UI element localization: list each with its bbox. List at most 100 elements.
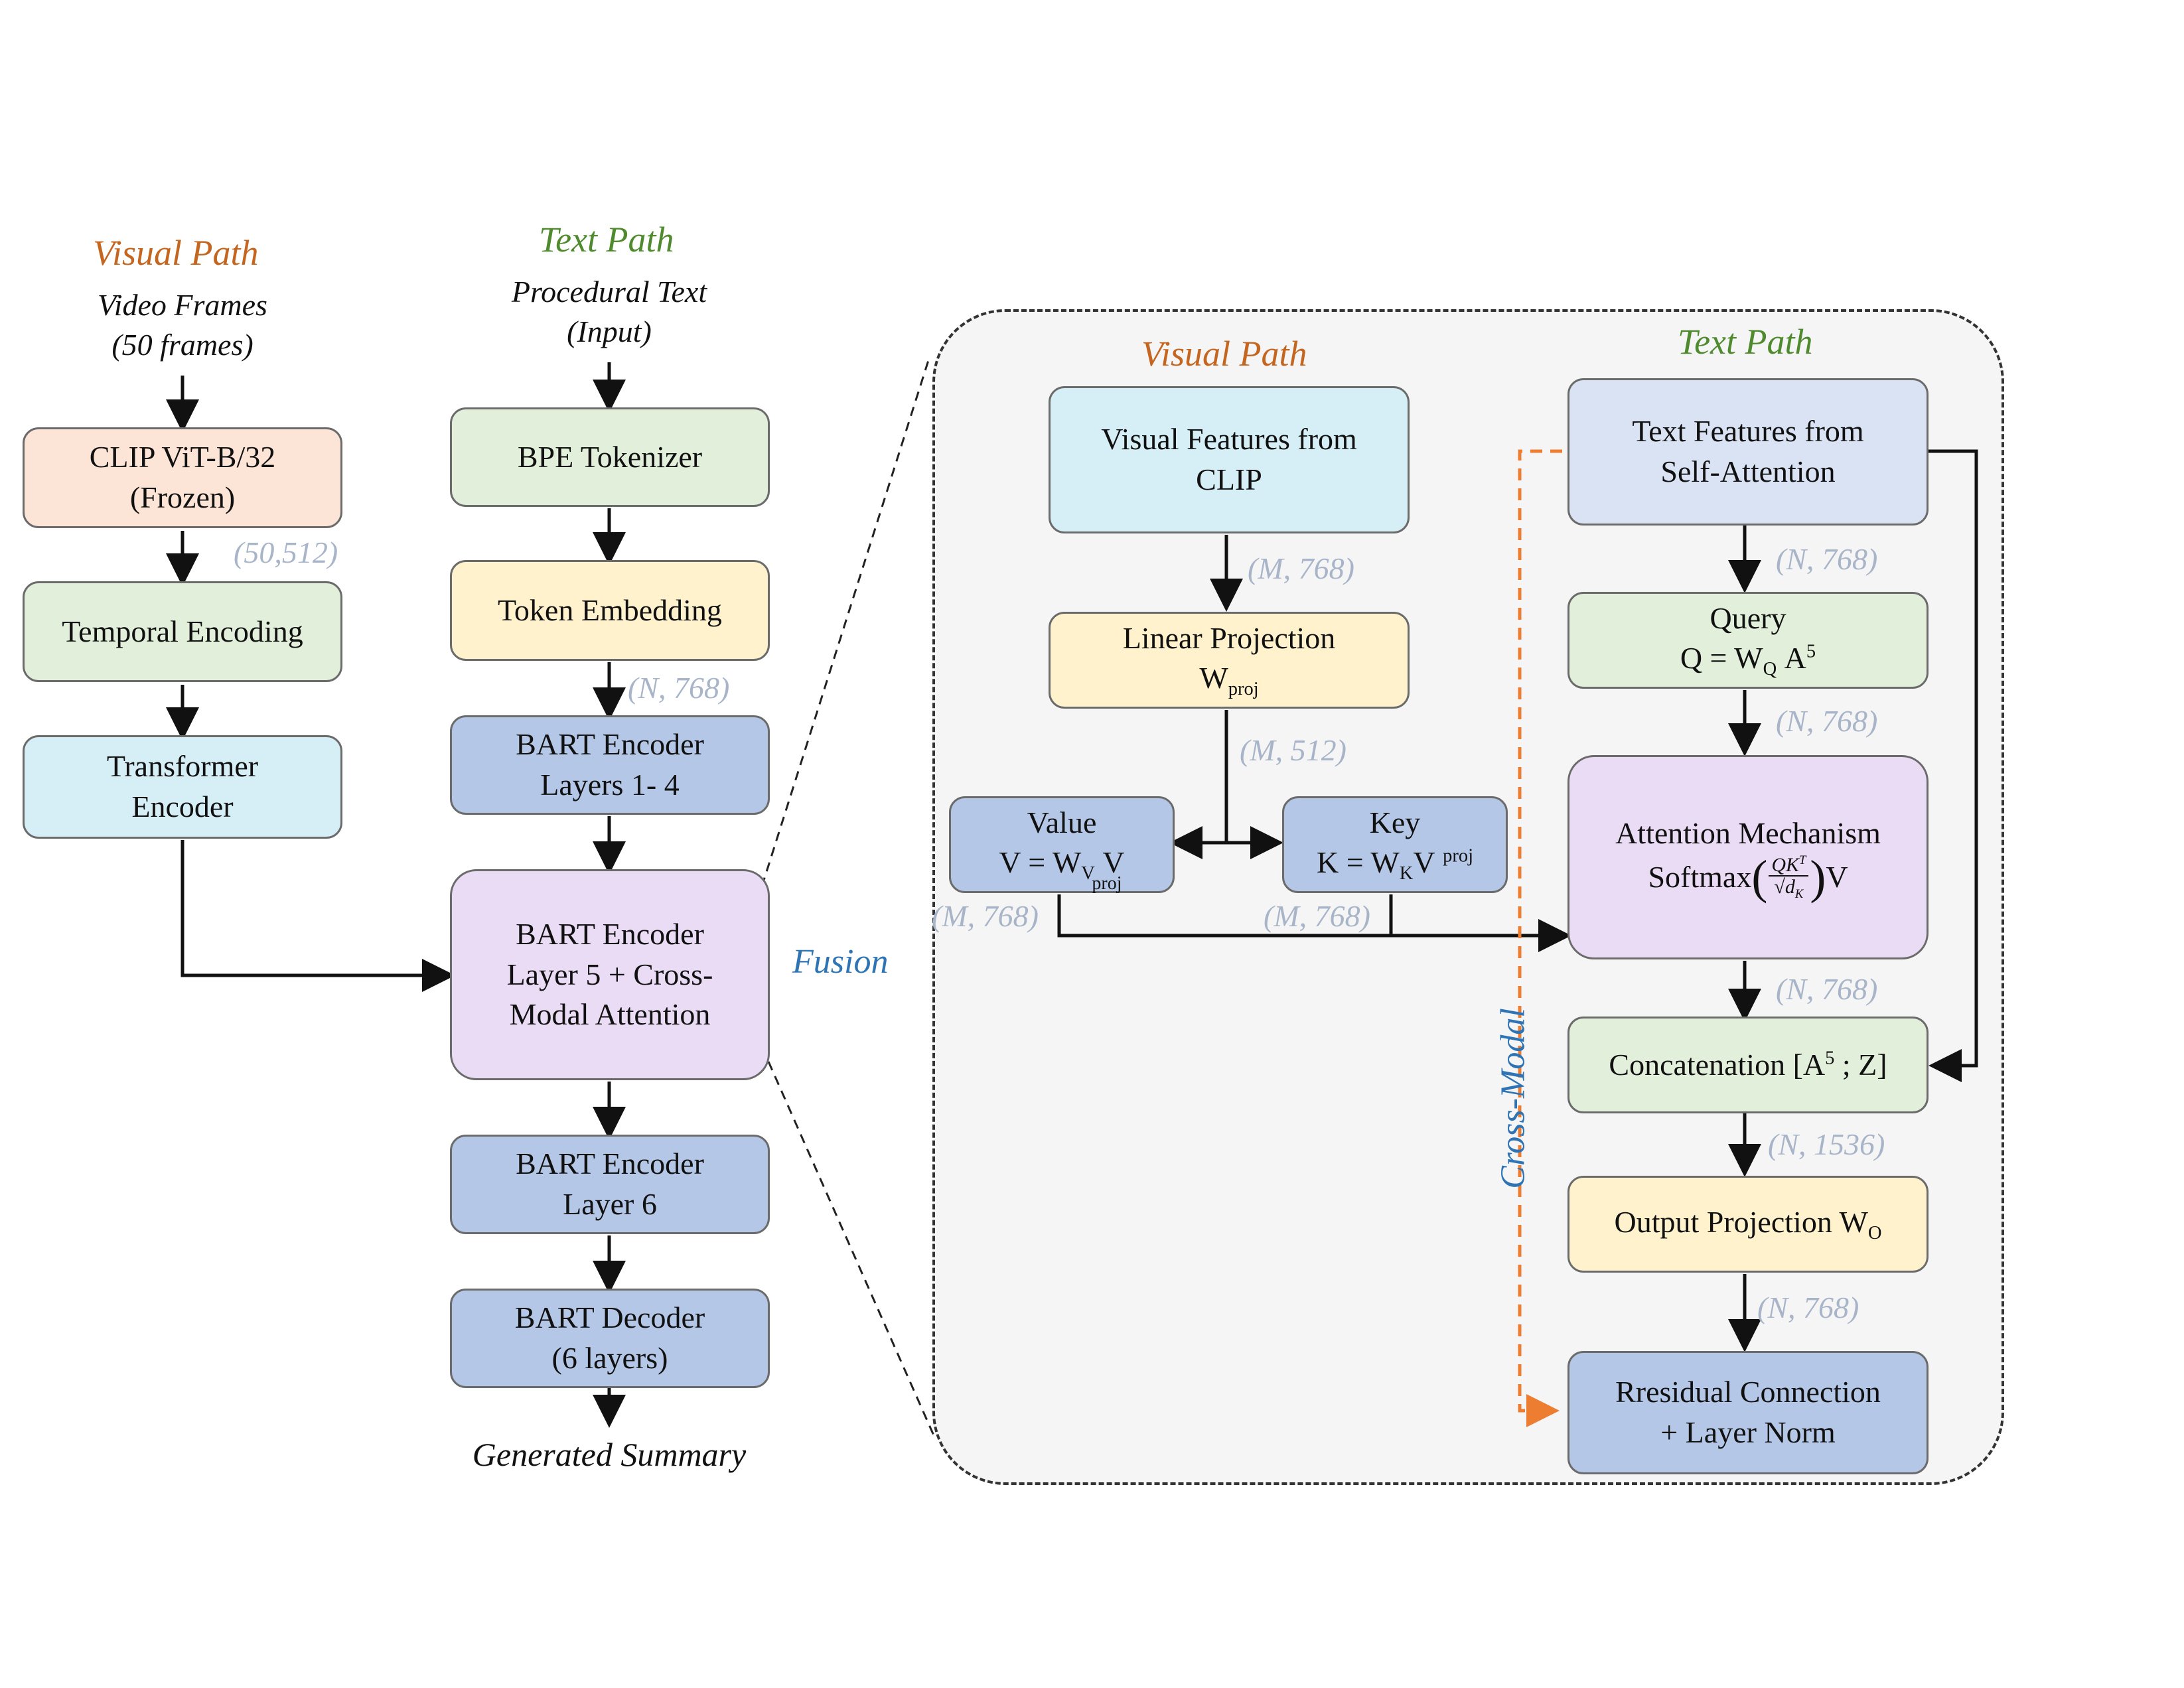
attn-num-sup: T [1799, 853, 1806, 867]
text-path-header: Text Path [539, 220, 674, 259]
concat-sup: 5 [1825, 1048, 1835, 1069]
bart-encoder-layer-6-box: BART Encoder Layer 6 [450, 1135, 770, 1234]
cross-modal-line [1518, 449, 1562, 1427]
value-eq-a: V = W [999, 845, 1082, 880]
outproj-sub: O [1867, 1223, 1882, 1244]
dim-value: (M, 768) [932, 899, 1039, 933]
value-eq-sub: V [1081, 863, 1095, 884]
query-formula: Q = WQ A5 [1680, 638, 1816, 682]
key-title: Key [1369, 805, 1421, 839]
dim-query: (N, 768) [1776, 704, 1878, 738]
dim-visual-features: (M, 768) [1248, 551, 1354, 585]
procedural-text-input: Procedural Text (Input) [490, 272, 729, 352]
zoom-line-top [761, 358, 930, 887]
query-eq-sup: 5 [1806, 642, 1816, 663]
dec-line2: (6 layers) [551, 1341, 668, 1375]
key-eq-b: V [1413, 845, 1435, 880]
bart-decoder-box: BART Decoder (6 layers) [450, 1289, 770, 1388]
text-features-line1: Text Features from [1632, 414, 1864, 449]
text-features-box: Text Features from Self-Attention [1567, 378, 1929, 526]
attn-title: Attention Mechanism [1615, 815, 1881, 850]
value-eq-b: V [1102, 845, 1125, 880]
arrow-transformer-to-layer5 [181, 840, 455, 992]
detail-text-path-header: Text Path [1678, 322, 1813, 362]
value-proj-sub: proj [1092, 873, 1122, 894]
linear-projection-box: Linear Projection Wproj [1049, 612, 1410, 709]
attn-numerator: QKT [1769, 853, 1809, 877]
bart-encoder-layers-1-4-box: BART Encoder Layers 1- 4 [450, 715, 770, 815]
bart-encoder-layer-5-box: BART Encoder Layer 5 + Cross- Modal Atte… [450, 869, 770, 1080]
key-box: Key K = WKV proj [1282, 796, 1508, 893]
linproj-line1: Linear Projection [1122, 620, 1336, 655]
text-features-line2: Self-Attention [1660, 455, 1836, 488]
residual-line2: + Layer Norm [1660, 1415, 1836, 1449]
concatenation-box: Concatenation [A5 ; Z] [1567, 1017, 1929, 1113]
visual-features-line1: Visual Features from [1101, 422, 1357, 457]
value-title: Value [1027, 805, 1097, 839]
dim-projection: (M, 512) [1240, 733, 1347, 767]
procedural-text-line1: Procedural Text [511, 275, 707, 309]
enc14-line1: BART Encoder [516, 727, 704, 762]
concat-a: Concatenation [A [1609, 1047, 1826, 1082]
attn-denominator: √dK [1774, 877, 1803, 901]
clip-dim-label: (50,512) [234, 535, 338, 569]
attn-den-sub: K [1794, 887, 1804, 902]
video-frames-line2: (50 frames) [111, 327, 254, 362]
key-formula: K = WKV proj [1317, 843, 1473, 886]
attention-mechanism-box: Attention Mechanism Softmax ( QKT √dK ) … [1567, 755, 1929, 959]
temporal-encoding-box: Temporal Encoding [23, 581, 342, 682]
attn-den: √d [1774, 876, 1795, 898]
attn-softmax: Softmax [1648, 860, 1752, 894]
query-title: Query [1710, 600, 1786, 635]
dim-attention: (N, 768) [1776, 972, 1878, 1006]
outproj-a: Output Projection W [1614, 1205, 1868, 1239]
transformer-line2: Encoder [131, 790, 234, 823]
fusion-label: Fusion [792, 943, 889, 981]
query-box: Query Q = WQ A5 [1567, 592, 1929, 689]
token-embedding-box: Token Embedding [450, 560, 770, 661]
token-dim-label: (N, 768) [628, 671, 730, 705]
attn-v: V [1826, 860, 1848, 894]
temporal-label: Temporal Encoding [62, 614, 303, 648]
zoom-line-bottom [767, 1061, 937, 1441]
dim-concat: (N, 1536) [1768, 1127, 1885, 1161]
concat-formula: Concatenation [A5 ; Z] [1609, 1045, 1887, 1086]
query-eq-sub: Q [1763, 659, 1777, 680]
enc14-line2: Layers 1- 4 [540, 768, 680, 802]
clip-line2: (Frozen) [129, 480, 236, 514]
arrow-textfeat-skip-to-concat [1926, 449, 1978, 1082]
key-proj-sup: proj [1443, 846, 1473, 867]
clip-line1: CLIP ViT-B/32 [89, 440, 276, 474]
dim-text-features: (N, 768) [1776, 542, 1878, 576]
cross-modal-label: Cross-Modal [1494, 1008, 1532, 1189]
concat-b: ; Z] [1834, 1047, 1887, 1082]
query-eq-a: Q = W [1680, 641, 1763, 675]
procedural-text-line2: (Input) [567, 314, 652, 348]
residual-connection-box: Rresidual Connection + Layer Norm [1567, 1351, 1929, 1474]
visual-features-box: Visual Features from CLIP [1049, 386, 1410, 533]
enc6-line2: Layer 6 [563, 1187, 657, 1221]
attn-fraction: QKT √dK [1769, 853, 1809, 901]
video-frames-input: Video Frames (50 frames) [83, 285, 282, 365]
outproj-formula: Output Projection WO [1614, 1202, 1881, 1246]
transformer-line1: Transformer [106, 749, 259, 784]
bpe-label: BPE Tokenizer [517, 439, 703, 474]
enc6-line1: BART Encoder [516, 1147, 704, 1181]
line-value-to-attn [1057, 894, 1571, 952]
clip-vit-box: CLIP ViT-B/32 (Frozen) [23, 427, 342, 528]
key-eq-a: K = W [1316, 845, 1400, 880]
key-eq-sub: K [1399, 863, 1414, 884]
enc5-line1: BART Encoder [516, 916, 704, 951]
enc5-line3: Modal Attention [509, 997, 711, 1032]
attn-num: QK [1771, 853, 1799, 876]
linproj-w: W [1199, 661, 1228, 695]
video-frames-line1: Video Frames [98, 288, 267, 322]
visual-features-line2: CLIP [1196, 462, 1262, 496]
linproj-sub: proj [1228, 679, 1259, 700]
query-eq-b: A [1784, 641, 1806, 675]
attn-paren-close: ) [1810, 851, 1826, 904]
